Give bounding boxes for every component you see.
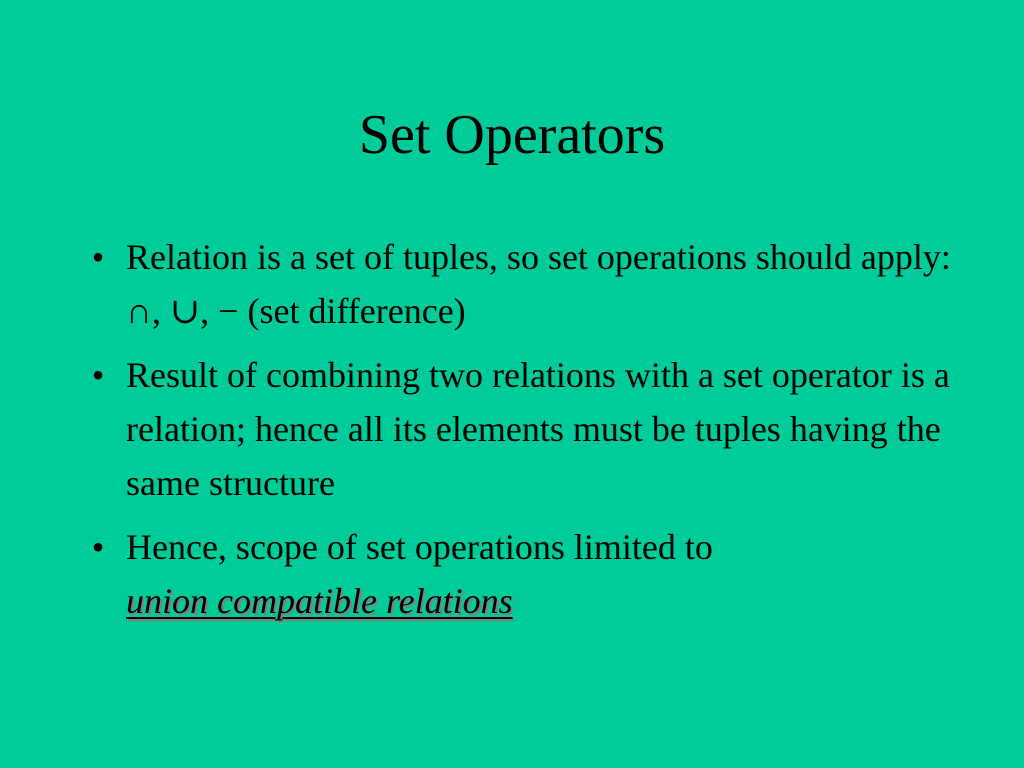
bullet-text-1: Relation is a set of tuples, so set oper…: [126, 237, 951, 331]
bullet-item-1: • Relation is a set of tuples, so set op…: [86, 230, 966, 338]
bullet-item-2: • Result of combining two relations with…: [86, 348, 966, 510]
bullet-text-3: Hence, scope of set operations limited t…: [126, 527, 713, 567]
bullet-dot: •: [91, 237, 105, 277]
bullet-list: • Relation is a set of tuples, so set op…: [86, 230, 966, 638]
bullet-item-3: • Hence, scope of set operations limited…: [86, 520, 966, 628]
bullet-dot: •: [91, 355, 105, 395]
bullet-text-2: Result of combining two relations with a…: [126, 355, 950, 503]
slide-title: Set Operators: [358, 104, 666, 166]
bullet-emphasis-text: union compatible relations: [126, 581, 513, 621]
bullet-dot: •: [91, 527, 105, 567]
